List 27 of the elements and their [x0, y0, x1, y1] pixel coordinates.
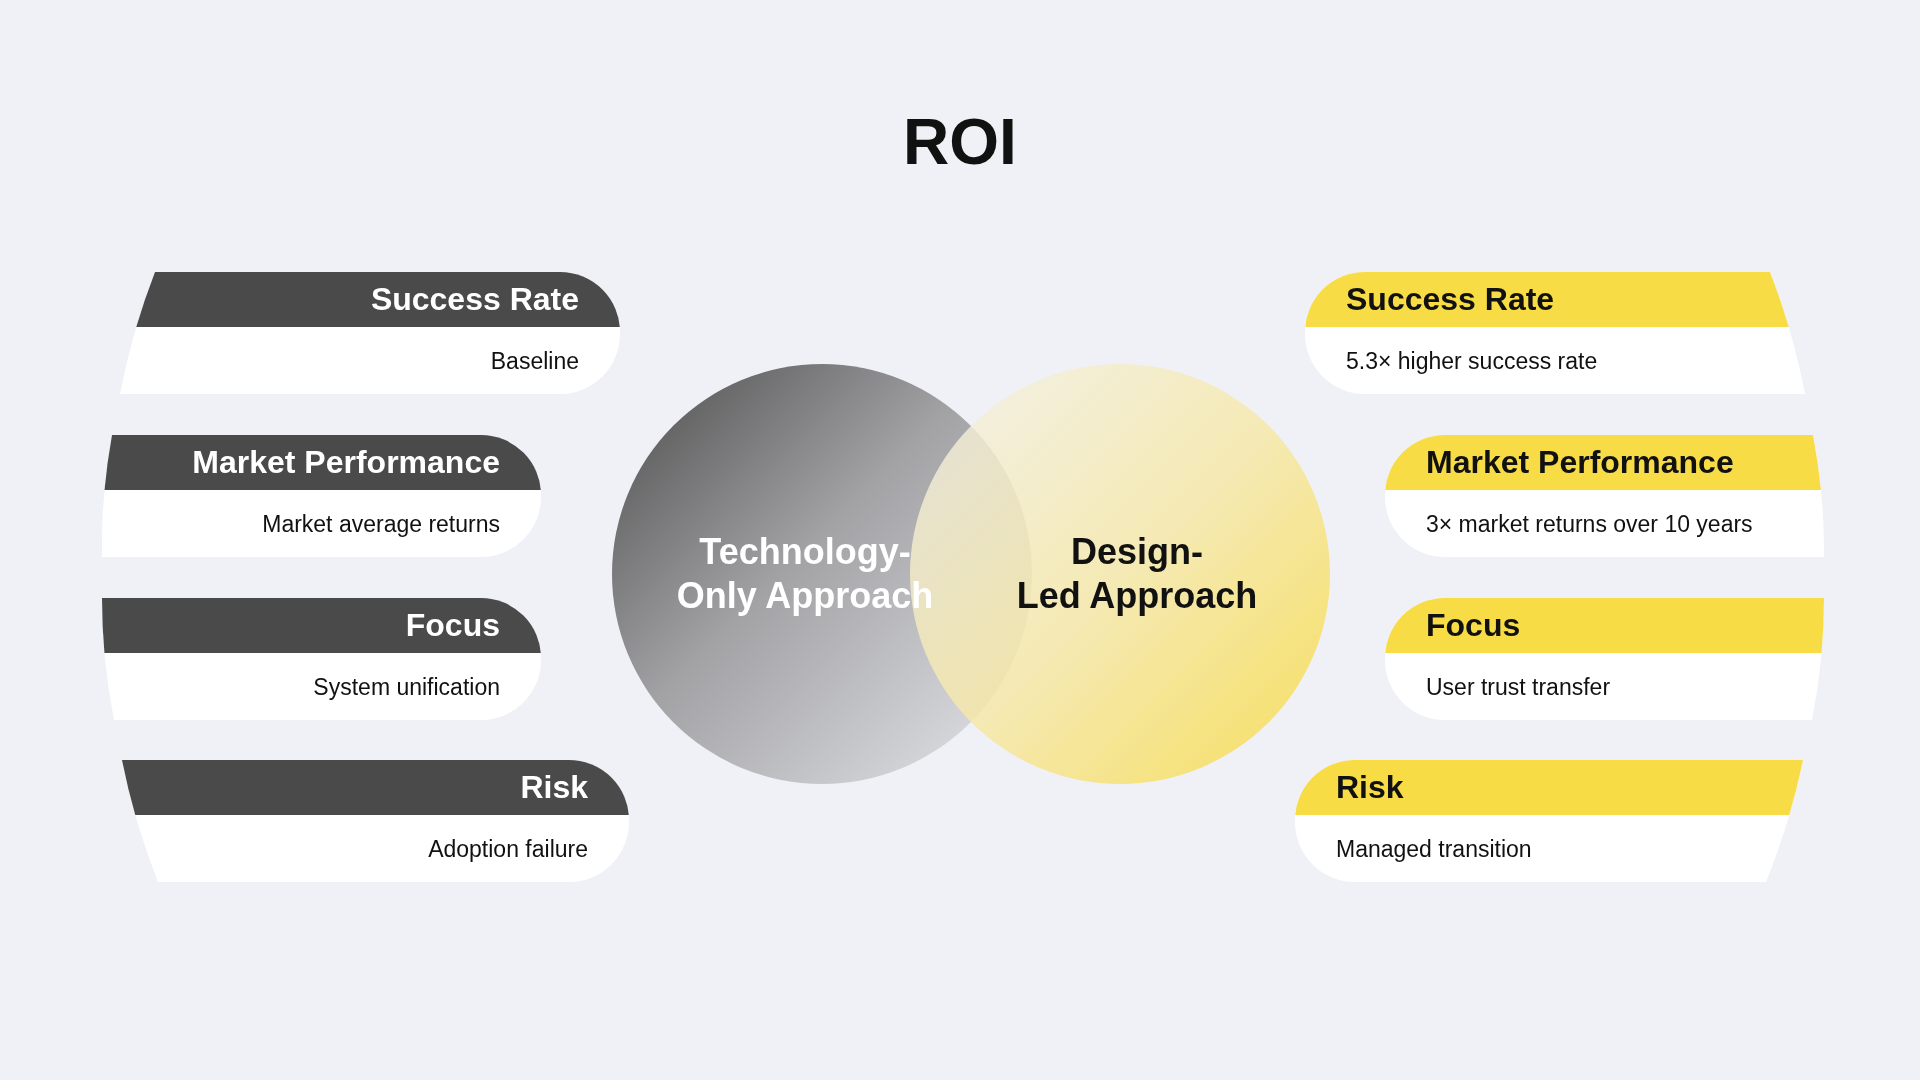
comparison-card	[1305, 272, 1805, 394]
card-text: 5.3× higher success rate	[1346, 346, 1598, 375]
card-text: 3× market returns over 10 years	[1426, 509, 1753, 538]
page-title: ROI	[903, 106, 1017, 178]
card-text: Adoption failure	[428, 834, 588, 863]
card-heading: Market Performance	[192, 444, 500, 481]
comparison-card	[102, 435, 541, 557]
card-text: Market average returns	[262, 509, 500, 538]
comparison-card	[120, 272, 620, 394]
comparison-card	[1385, 435, 1824, 557]
comparison-card	[1385, 598, 1824, 720]
comparison-card	[1295, 760, 1803, 882]
card-heading: Focus	[1426, 607, 1521, 644]
card-text: Baseline	[490, 346, 579, 375]
card-text: Managed transition	[1336, 834, 1532, 863]
card-heading: Risk	[520, 769, 588, 806]
circle-label: Design- Led Approach	[1016, 530, 1258, 618]
card-heading: Risk	[1336, 769, 1404, 806]
comparison-card	[122, 760, 629, 882]
card-heading: Success Rate	[370, 281, 579, 318]
comparison-card	[102, 598, 541, 720]
card-heading: Focus	[405, 607, 500, 644]
card-text: User trust transfer	[1426, 672, 1611, 701]
circle-label: Technology- Only Approach	[676, 530, 934, 618]
card-heading: Market Performance	[1426, 444, 1734, 481]
card-text: System unification	[313, 672, 500, 701]
card-heading: Success Rate	[1346, 281, 1555, 318]
